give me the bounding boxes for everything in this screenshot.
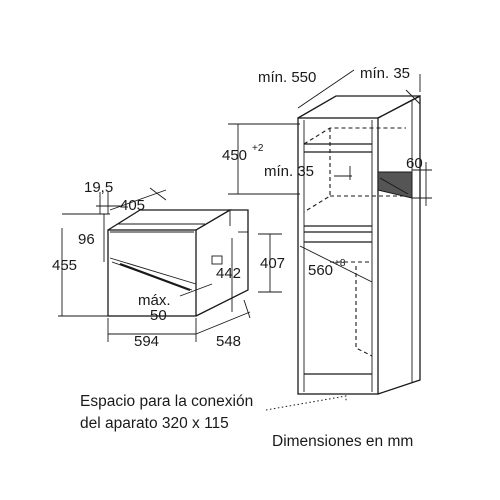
- label-oven-front-h1: 96: [78, 231, 95, 248]
- label-oven-max: máx.: [138, 292, 171, 309]
- oven-dimension-lines: [58, 187, 282, 342]
- connection-note-line1: Espacio para la conexión: [80, 393, 253, 410]
- label-oven-max-val: 50: [150, 307, 167, 324]
- label-oven-depth: 548: [216, 333, 241, 350]
- label-niche-width-sup: +8: [334, 258, 346, 269]
- label-oven-body-depth: 405: [120, 197, 145, 214]
- connection-note-line2: del aparato 320 x 115: [80, 415, 229, 432]
- label-oven-side-h: 407: [260, 255, 285, 272]
- connection-leader: [265, 395, 347, 411]
- label-niche-height-sup: +2: [252, 143, 264, 154]
- oven-drawing: [107, 209, 249, 317]
- label-niche-top-gap: mín. 35: [264, 163, 314, 180]
- label-vent-height: 60: [406, 155, 423, 172]
- label-oven-body-h: 442: [216, 265, 241, 282]
- label-cab-rear-gap: mín. 35: [360, 65, 410, 82]
- label-oven-front-depth: 19,5: [84, 179, 113, 196]
- cabinet-dimension-lines: [228, 69, 432, 283]
- cabinet-drawing: [297, 94, 421, 395]
- label-niche-width: 560: [308, 262, 333, 279]
- label-niche-height: 450: [222, 147, 247, 164]
- label-cab-depth: mín. 550: [258, 69, 316, 86]
- label-oven-total-h: 455: [52, 257, 77, 274]
- label-oven-width: 594: [134, 333, 159, 350]
- units-note: Dimensiones en mm: [272, 433, 413, 450]
